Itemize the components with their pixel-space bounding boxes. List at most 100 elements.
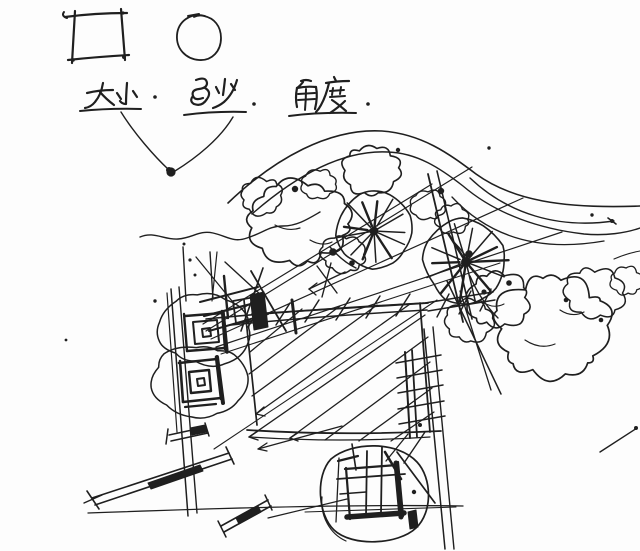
ink-stroke	[87, 504, 464, 514]
ink-stroke	[225, 446, 235, 465]
ink-stroke	[257, 425, 343, 450]
ink-stroke	[479, 288, 492, 312]
ink-dot	[64, 338, 68, 342]
ink-stroke	[361, 201, 374, 228]
ink-stroke	[178, 286, 198, 514]
ink-stroke	[181, 396, 223, 404]
ink-dot	[329, 248, 337, 256]
ink-dot	[252, 102, 256, 106]
ink-stroke	[182, 246, 187, 302]
ink-stroke	[339, 491, 367, 495]
ink-stroke	[376, 198, 394, 227]
ink-stroke	[150, 346, 249, 419]
stairs	[83, 422, 348, 538]
ink-dot	[122, 55, 126, 59]
hill-contours	[227, 130, 640, 236]
ink-stroke	[147, 464, 204, 490]
ink-stroke	[469, 245, 499, 261]
ink-stroke	[524, 339, 556, 347]
ink-stroke	[221, 77, 227, 97]
ink-stroke	[443, 297, 496, 343]
ink-stroke	[404, 351, 411, 439]
ink-stroke	[190, 86, 211, 106]
ink-stroke	[187, 368, 213, 395]
ink-stroke	[275, 302, 291, 326]
ink-stroke	[332, 75, 338, 83]
ink-stroke	[255, 303, 411, 415]
ink-dot	[506, 280, 512, 286]
ink-stroke	[174, 116, 234, 172]
square-symbol	[62, 7, 131, 65]
label-strokes-quantity	[190, 77, 239, 110]
ink-dot	[610, 219, 614, 223]
ink-stroke	[214, 85, 221, 95]
ink-stroke	[397, 384, 444, 394]
ink-dot	[437, 187, 445, 195]
ink-stroke	[562, 267, 627, 320]
ink-stroke	[344, 510, 407, 520]
ink-stroke	[330, 98, 348, 113]
ink-dot	[465, 250, 473, 258]
ink-stroke	[215, 355, 225, 405]
ink-stroke	[451, 196, 605, 246]
ink-stroke	[421, 217, 506, 305]
ink-stroke	[431, 261, 461, 265]
ink-stroke	[267, 498, 348, 519]
ink-stroke	[182, 312, 189, 353]
ink-stroke	[335, 190, 413, 270]
ink-stroke	[91, 452, 230, 499]
ink-stroke	[251, 304, 378, 397]
ink-stroke	[191, 77, 209, 101]
ink-stroke	[274, 224, 301, 231]
ink-stroke	[390, 411, 435, 442]
ink-dot	[395, 147, 401, 153]
ink-stroke	[248, 314, 426, 438]
ink-stroke	[85, 88, 115, 95]
ink-stroke	[250, 270, 287, 332]
ink-dot	[153, 299, 157, 303]
ink-stroke	[436, 293, 450, 318]
ink-stroke	[217, 520, 227, 538]
ink-stroke	[467, 259, 510, 264]
ink-stroke	[373, 235, 377, 263]
ink-stroke	[329, 95, 346, 98]
ink-stroke	[308, 282, 318, 296]
ink-stroke	[98, 90, 116, 107]
ink-stroke	[83, 81, 105, 110]
ink-stroke	[66, 53, 131, 62]
ink-stroke	[177, 357, 219, 365]
ink-stroke	[395, 354, 442, 364]
ink-stroke	[295, 85, 318, 90]
ink-stroke	[213, 299, 438, 450]
ink-stroke	[139, 211, 321, 241]
ink-stroke	[375, 213, 404, 231]
detail-building	[335, 431, 436, 530]
ink-stroke	[201, 327, 212, 338]
ink-stroke	[251, 151, 640, 236]
ink-stroke	[336, 473, 406, 480]
ink-stroke	[294, 86, 299, 109]
ink-dot	[369, 226, 379, 236]
ink-stroke	[183, 402, 218, 409]
ink-stroke	[436, 170, 473, 320]
ink-stroke	[424, 291, 494, 304]
circle-symbol	[176, 13, 222, 61]
ink-stroke	[246, 429, 442, 435]
ink-stroke	[170, 288, 189, 517]
ink-stroke	[251, 302, 429, 315]
ink-stroke	[321, 496, 347, 542]
ink-stroke	[351, 443, 357, 471]
ink-dots	[64, 11, 638, 495]
ink-stroke	[373, 200, 379, 229]
ink-stroke	[176, 14, 222, 61]
ink-dot	[349, 260, 355, 266]
ink-stroke	[249, 291, 269, 331]
ink-stroke	[377, 232, 406, 246]
ink-stroke	[383, 450, 403, 481]
ink-stroke	[426, 262, 463, 279]
shore-line	[139, 211, 321, 241]
ink-stroke	[609, 265, 640, 296]
ink-stroke	[346, 202, 372, 228]
